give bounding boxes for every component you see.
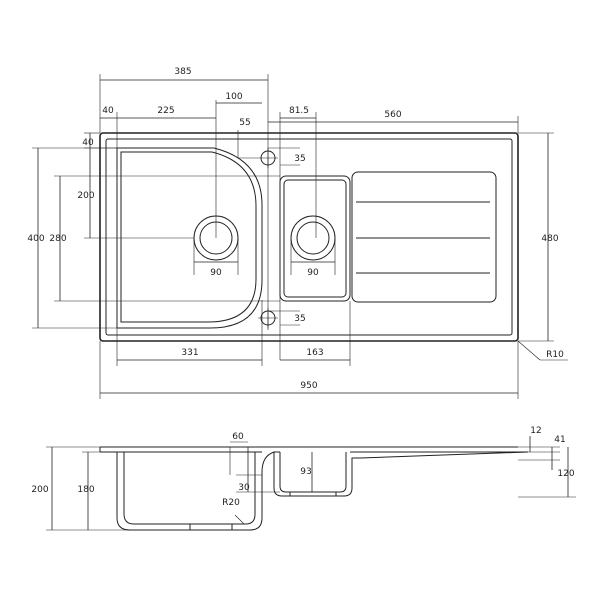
large-bowl-section <box>116 451 280 531</box>
dim-180: 180 <box>77 485 94 495</box>
dim-81-5: 81.5 <box>289 106 309 116</box>
small-bowl-inner <box>283 179 347 298</box>
dim-100: 100 <box>225 92 242 102</box>
dim-90-right: 90 <box>307 268 319 278</box>
drainer-area <box>351 171 497 303</box>
small-bowl-section <box>273 452 360 497</box>
large-bowl-outline <box>116 147 263 329</box>
dim-12: 12 <box>530 426 541 436</box>
dim-560: 560 <box>384 110 401 120</box>
dim-163: 163 <box>306 348 323 358</box>
dim-r10: R10 <box>546 350 564 360</box>
dim-385: 385 <box>174 67 191 77</box>
dim-60: 60 <box>232 432 244 442</box>
dim-400: 400 <box>27 234 44 244</box>
dim-35-bottom: 35 <box>294 314 305 324</box>
dim-90-left: 90 <box>210 268 222 278</box>
dim-93: 93 <box>300 467 311 477</box>
small-bowl-waste-inner <box>296 221 330 255</box>
dim-40-vertical: 40 <box>82 138 94 148</box>
large-bowl-inner <box>120 151 257 323</box>
dim-r20: R20 <box>222 498 240 508</box>
dim-200: 200 <box>77 191 94 201</box>
dim-331: 331 <box>181 348 198 358</box>
dim-41: 41 <box>554 435 565 445</box>
small-bowl-waste-outer <box>290 215 336 261</box>
dim-200-section: 200 <box>31 485 48 495</box>
dim-120: 120 <box>557 469 574 479</box>
small-bowl-outline <box>279 175 351 302</box>
dim-35-top: 35 <box>294 154 305 164</box>
dim-950: 950 <box>300 381 317 391</box>
dim-480: 480 <box>541 234 558 244</box>
dim-30: 30 <box>238 483 250 493</box>
section-view: 60 30 93 12 41 200 180 120 R20 <box>31 426 576 531</box>
dim-40-horizontal: 40 <box>102 106 114 116</box>
dim-55: 55 <box>239 118 250 128</box>
dim-225: 225 <box>157 106 174 116</box>
sink-outer-outline <box>99 132 519 342</box>
sink-inner-rim <box>105 138 513 336</box>
dim-280: 280 <box>49 234 66 244</box>
plan-view: 385 40 225 100 55 81.5 560 40 35 200 400… <box>27 67 568 399</box>
